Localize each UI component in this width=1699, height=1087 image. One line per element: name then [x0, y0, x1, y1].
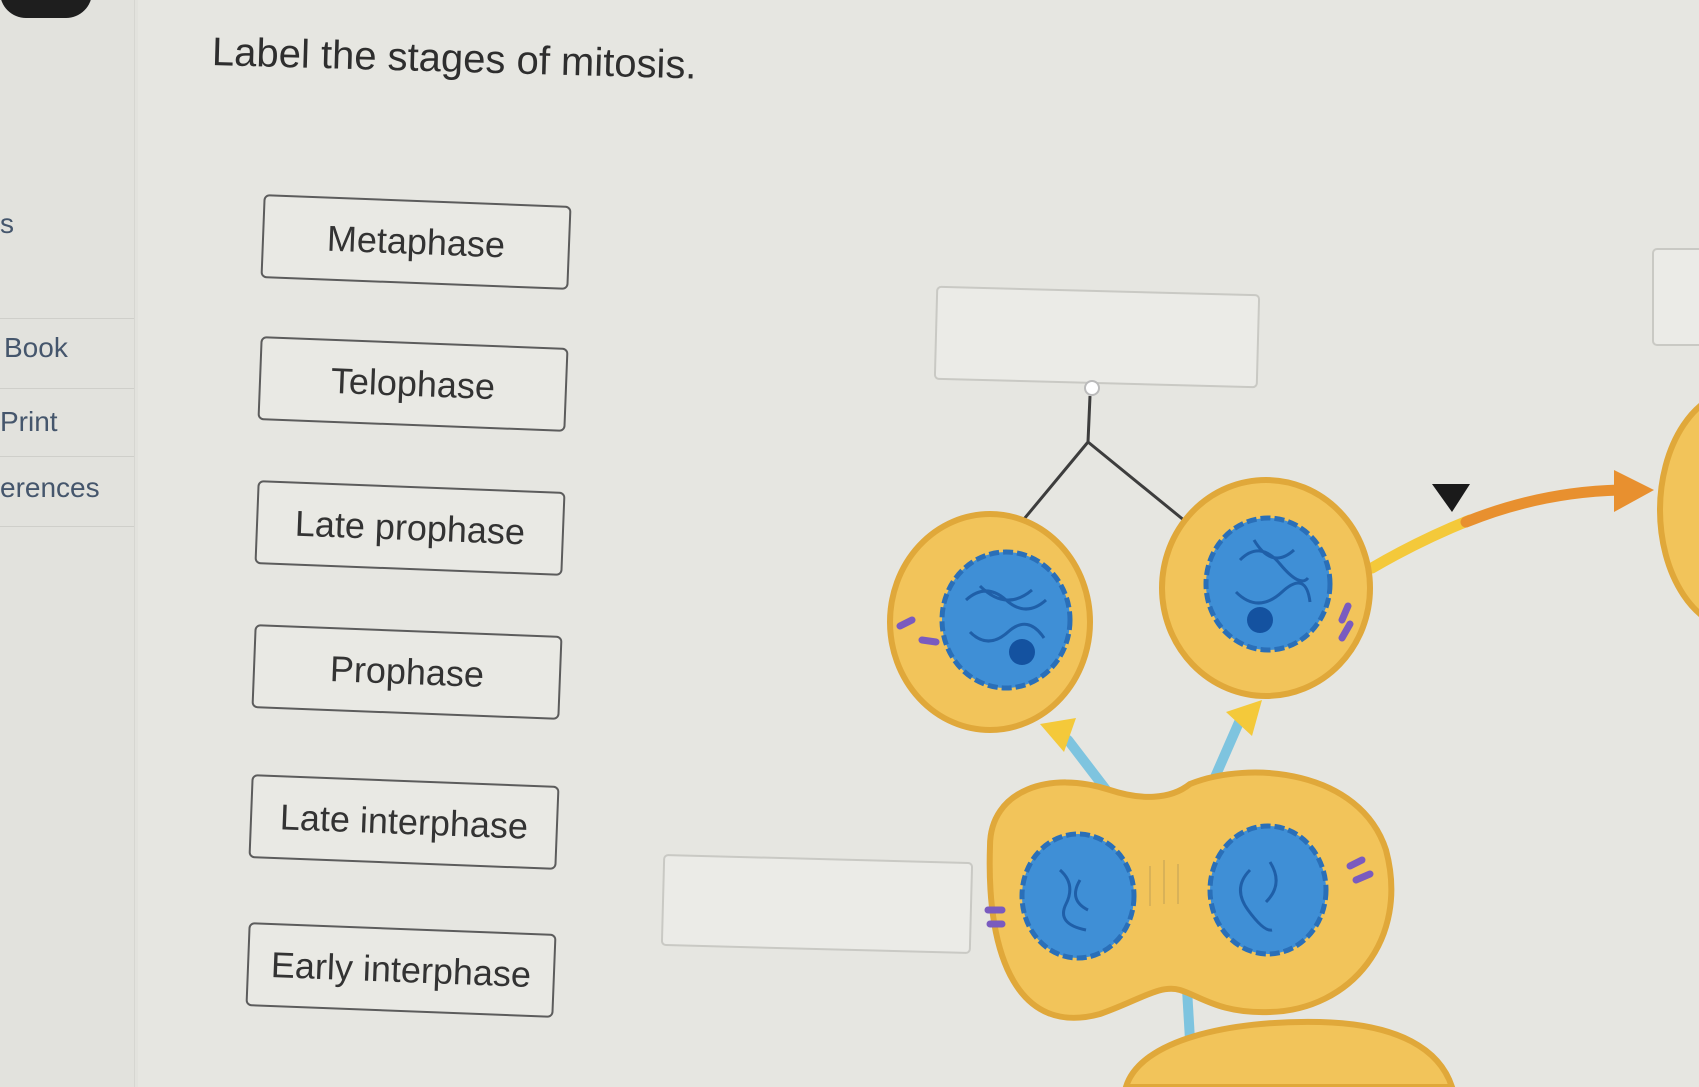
cell-partial-bottom: [1122, 1018, 1456, 1087]
cell-right: [1159, 477, 1373, 699]
sidebar-divider: [0, 388, 134, 389]
sidebar-item-references[interactable]: erences: [0, 472, 100, 503]
sidebar-divider: [0, 318, 134, 319]
header-logo-fragment: [0, 0, 92, 18]
sidebar-item-ebook[interactable]: Book: [4, 332, 68, 363]
cell-left: [887, 511, 1093, 733]
sidebar-item-partial[interactable]: s: [0, 208, 14, 239]
sidebar-divider: [0, 456, 134, 457]
sidebar: s Book Print erences: [0, 0, 138, 1087]
triangle-pointer-icon: [1432, 484, 1470, 512]
sidebar-edge: [134, 0, 135, 1087]
sidebar-item-print[interactable]: Print: [0, 406, 58, 437]
sidebar-divider: [0, 526, 134, 527]
drop-target-right-partial[interactable]: [1652, 248, 1699, 346]
cycle-arrow: [1366, 470, 1654, 574]
cell-partial-right: [1657, 403, 1699, 617]
cell-dividing: [984, 769, 1395, 1021]
